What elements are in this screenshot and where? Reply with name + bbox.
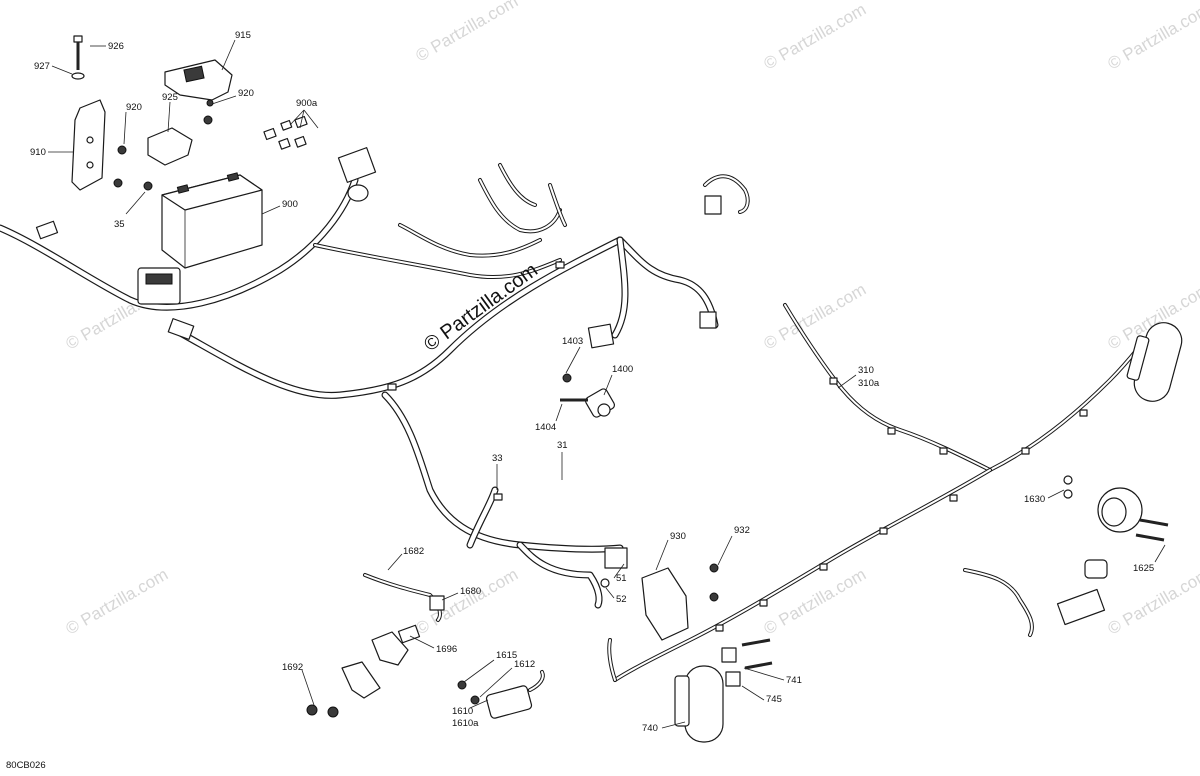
watermark: © Partzilla.com — [413, 0, 522, 65]
callout: 1612 — [514, 659, 535, 670]
callout: 1682 — [403, 546, 424, 557]
callout: 1696 — [436, 644, 457, 655]
watermark-group: © Partzilla.com © Partzilla.com © Partzi… — [63, 0, 1200, 638]
watermark: © Partzilla.com — [761, 0, 870, 73]
callout: 900a — [296, 98, 318, 109]
callout: 910 — [30, 147, 46, 158]
callout: 1404 — [535, 422, 556, 433]
callout: 1625 — [1133, 563, 1154, 574]
watermark: © Partzilla.com — [761, 280, 870, 354]
rear-harness — [607, 303, 1147, 682]
callout: 932 — [734, 525, 750, 536]
battery — [161, 172, 263, 269]
callout: 915 — [235, 30, 251, 41]
callout: 927 — [34, 61, 50, 72]
callouts: 926 927 915 920 925 920 900a 910 35 900 … — [30, 30, 1166, 734]
watermark: © Partzilla.com — [1105, 0, 1200, 73]
callout: 310a — [858, 378, 880, 389]
callout: 310 — [858, 365, 874, 376]
callout: 920 — [126, 102, 142, 113]
callout: 1400 — [612, 364, 633, 375]
fuse-blocks — [263, 115, 308, 150]
callout: 1630 — [1024, 494, 1045, 505]
callout: 1403 — [562, 336, 583, 347]
callout: 741 — [786, 675, 802, 686]
callout: 52 — [616, 594, 627, 605]
harness-connectors — [35, 147, 717, 569]
sub-harness — [306, 568, 1034, 718]
main-harness — [0, 176, 719, 609]
callout: 1610a — [452, 718, 479, 729]
watermark-main: © Partzilla.com — [420, 259, 542, 356]
bolt — [71, 35, 85, 80]
callout: 1692 — [282, 662, 303, 673]
horn-assembly — [1056, 475, 1169, 626]
sensor-1400 — [560, 373, 616, 418]
callout: 900 — [282, 199, 298, 210]
tail-light-740 — [674, 638, 773, 743]
callout: 1680 — [460, 586, 481, 597]
harness-clips — [387, 261, 1088, 632]
module-1610 — [457, 670, 545, 719]
callout: 920 — [238, 88, 254, 99]
battery-bracket — [71, 99, 106, 191]
callout: 31 — [557, 440, 568, 451]
callout: 925 — [162, 92, 178, 103]
control-module — [600, 563, 719, 641]
watermark: © Partzilla.com — [761, 565, 870, 639]
upper-right-sensor — [703, 174, 750, 215]
tail-light-right — [1126, 322, 1183, 402]
watermark: © Partzilla.com — [413, 565, 522, 639]
callout: 745 — [766, 694, 782, 705]
callout: 35 — [114, 219, 125, 230]
callout: 1615 — [496, 650, 517, 661]
callout: 926 — [108, 41, 124, 52]
nuts — [113, 99, 214, 191]
watermark: © Partzilla.com — [1105, 565, 1200, 639]
callout: 51 — [616, 573, 627, 584]
callout: 33 — [492, 453, 503, 464]
diagram-reference: 80CB026 — [6, 760, 46, 771]
watermark: © Partzilla.com — [63, 565, 172, 639]
battery-cover — [147, 59, 233, 166]
callout: 930 — [670, 531, 686, 542]
callout: 740 — [642, 723, 658, 734]
callout: 1610 — [452, 706, 473, 717]
upper-harness — [313, 163, 567, 280]
